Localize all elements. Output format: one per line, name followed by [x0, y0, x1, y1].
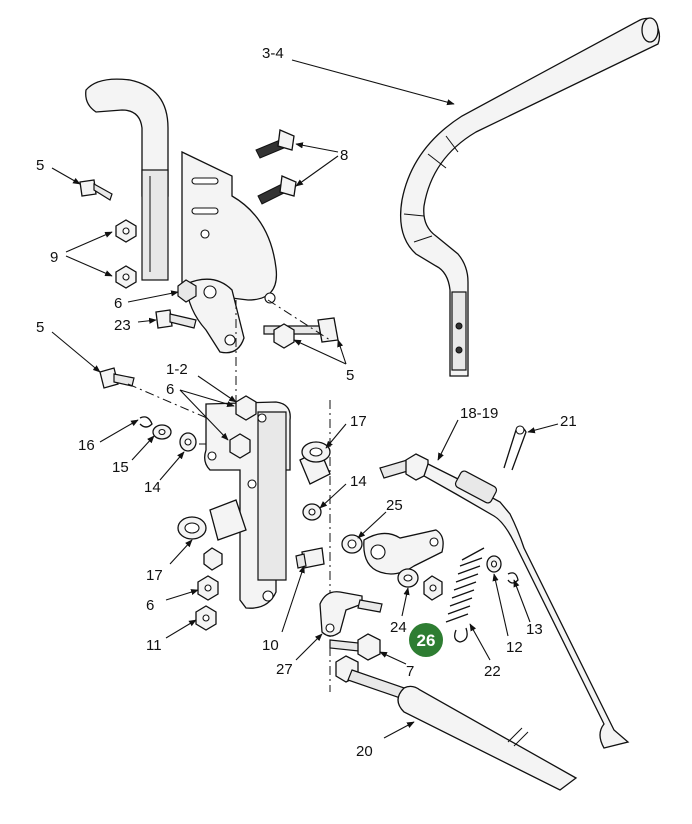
leader-lines [51, 59, 559, 739]
callout-labels: 3-4 8 5 9 6 23 5 5 1-2 6 16 15 14 17 14 … [36, 45, 577, 760]
nut-9-upper [115, 219, 137, 243]
callout-5-right: 5 [346, 367, 354, 384]
highlight-callout-26[interactable]: 26 [409, 623, 443, 657]
callout-17-left: 17 [146, 567, 163, 584]
spring-22 [445, 547, 485, 643]
callout-12: 12 [506, 639, 523, 656]
highlight-label: 26 [417, 631, 436, 650]
lower-bracket [204, 401, 291, 609]
callout-23: 23 [114, 317, 131, 334]
callout-14-left: 14 [144, 479, 161, 496]
nut-6-b [229, 433, 251, 459]
left-handle [85, 78, 169, 281]
clip-16 [139, 416, 153, 428]
callout-6-middle: 6 [166, 381, 174, 398]
callout-11: 11 [146, 637, 162, 654]
callout-3-4: 3-4 [262, 45, 284, 62]
bracket-27 [319, 591, 383, 637]
bolt-23 [155, 309, 197, 329]
cable-20 [335, 655, 578, 791]
callout-9: 9 [50, 249, 58, 266]
callout-1-2: 1-2 [166, 361, 188, 378]
nut-6-a [235, 395, 257, 421]
stud-10 [295, 547, 325, 569]
callout-25: 25 [386, 497, 403, 514]
pin-21 [503, 425, 527, 471]
callout-22: 22 [484, 663, 501, 680]
shift-rod [379, 453, 630, 749]
nut-11 [195, 605, 217, 631]
callout-5-middle: 5 [36, 319, 44, 336]
callout-5-upper: 5 [36, 157, 44, 174]
washer-15 [152, 424, 172, 440]
clip-13 [507, 572, 519, 584]
pivot-link [177, 278, 245, 354]
bolt-8-lower [257, 175, 297, 205]
callout-10: 10 [262, 637, 279, 654]
nut-24 [423, 575, 443, 601]
callout-20: 20 [356, 743, 373, 760]
washer-12 [486, 555, 502, 573]
bushing-14-left [179, 432, 197, 452]
nut-small [203, 547, 223, 571]
callout-14-right: 14 [350, 473, 367, 490]
upper-bracket [181, 150, 278, 304]
callout-18-19: 18-19 [460, 405, 498, 422]
highlight-badge[interactable] [409, 623, 443, 657]
callout-21: 21 [560, 413, 577, 430]
bolt-8-upper [255, 129, 295, 159]
callout-17-right: 17 [350, 413, 367, 430]
handle-assembly [399, 17, 661, 377]
bolt-7 [329, 633, 381, 661]
callout-15: 15 [112, 459, 129, 476]
washer-14-right [302, 503, 322, 521]
callout-6-upper: 6 [114, 295, 122, 312]
callout-27: 27 [276, 661, 293, 678]
bolt-5-upper [79, 179, 113, 201]
bushing-17-left [177, 499, 247, 541]
callout-24: 24 [390, 619, 407, 636]
callout-13: 13 [526, 621, 543, 638]
nut-6-lower [197, 575, 219, 601]
bolt-5-middle [99, 367, 135, 389]
callout-8: 8 [340, 147, 348, 164]
lever-arm [363, 529, 444, 575]
nut-9-lower [115, 265, 137, 289]
bushing-17-right [299, 441, 331, 485]
washer-24 [397, 568, 419, 588]
bushing-25 [341, 534, 363, 554]
callout-6-lower: 6 [146, 597, 154, 614]
callout-16: 16 [78, 437, 95, 454]
callout-7: 7 [406, 663, 414, 680]
